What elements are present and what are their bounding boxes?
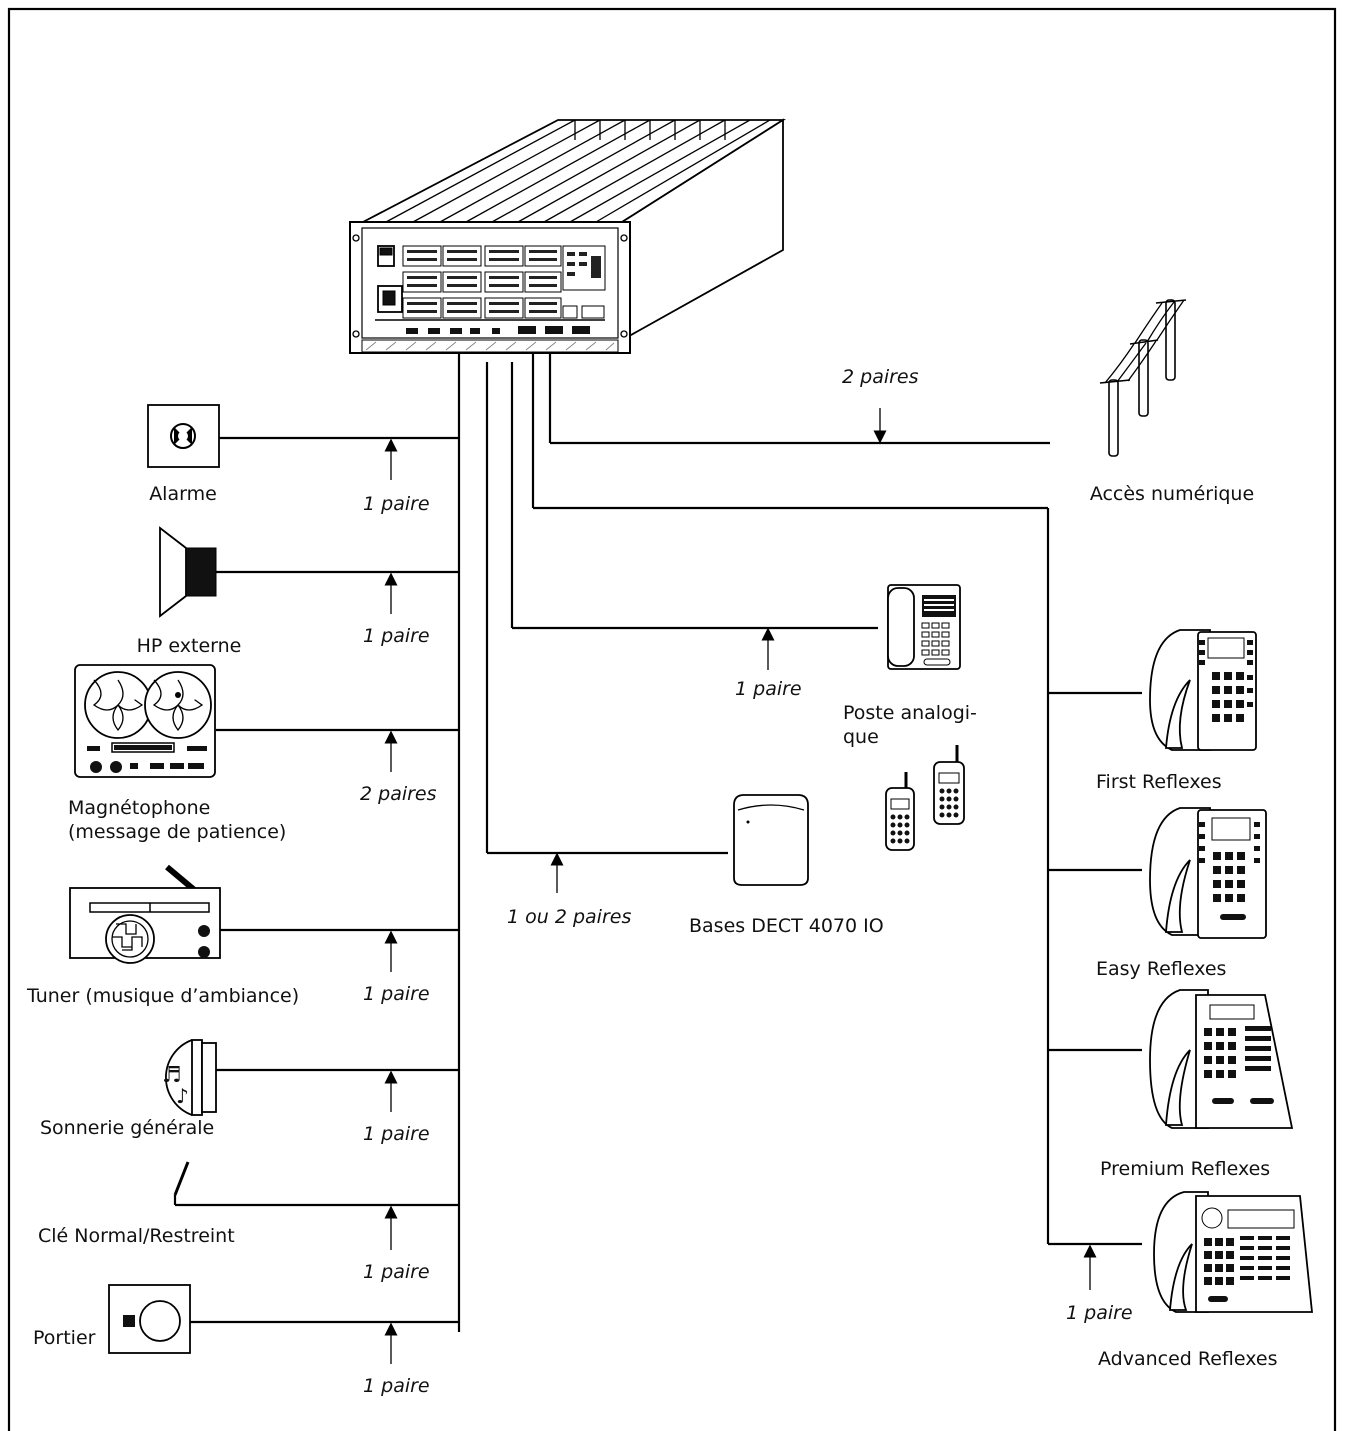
pair-label-tuner: 1 paire	[363, 983, 430, 1005]
label-alarme: Alarme	[149, 483, 217, 505]
label-hp: HP externe	[137, 635, 242, 657]
pbx-cabinet	[349, 118, 787, 354]
label-analog-line2: que	[843, 726, 879, 748]
pair-label-phones: 1 paire	[1066, 1302, 1133, 1324]
pair-label-portier: 1 paire	[363, 1375, 430, 1397]
analog-phone-icon	[887, 584, 961, 670]
label-network: Accès numérique	[1090, 483, 1254, 505]
speaker-icon	[159, 526, 217, 618]
telephone-poles-icon	[1099, 299, 1187, 457]
radio-icon	[69, 864, 221, 964]
dect-handset-icon	[885, 745, 965, 851]
pair-label-hp: 1 paire	[363, 625, 430, 647]
tape-recorder-icon	[74, 664, 216, 778]
easy-reflexes-phone-icon	[1149, 807, 1267, 939]
label-first-reflexes: First Reflexes	[1096, 771, 1222, 793]
premium-reflexes-phone-icon	[1149, 989, 1294, 1129]
pair-label-dect: 1 ou 2 paires	[507, 906, 631, 928]
left-bus	[175, 353, 461, 1364]
door-intercom-icon	[108, 1284, 191, 1354]
right-bus	[1046, 508, 1142, 1290]
label-magneto-line2: (message de patience)	[68, 821, 286, 843]
first-reflexes-phone-icon	[1149, 629, 1257, 751]
label-analog-line1: Poste analogi-	[843, 702, 977, 724]
label-tuner: Tuner (musique d’ambiance)	[26, 985, 299, 1007]
label-portier: Portier	[33, 1327, 96, 1349]
bell-icon: ♬ ♪	[162, 1039, 217, 1116]
pair-label-analog: 1 paire	[735, 678, 802, 700]
dect-base-icon	[733, 794, 809, 886]
label-sonnerie: Sonnerie générale	[40, 1117, 214, 1139]
advanced-reflexes-phone-icon	[1153, 1191, 1313, 1313]
switch-key-icon	[173, 1161, 190, 1205]
svg-text:♬: ♬	[162, 1063, 182, 1088]
pair-label-alarme: 1 paire	[363, 493, 430, 515]
label-advanced-reflexes: Advanced Reflexes	[1098, 1348, 1278, 1370]
label-easy-reflexes: Easy Reflexes	[1096, 958, 1226, 980]
label-magneto-line1: Magnétophone	[68, 797, 210, 819]
pair-label-network: 2 paires	[842, 366, 919, 388]
pair-label-cle: 1 paire	[363, 1261, 430, 1283]
diagram-border	[7, 7, 1337, 1431]
label-premium-reflexes: Premium Reflexes	[1100, 1158, 1270, 1180]
label-dect: Bases DECT 4070 IO	[689, 915, 884, 937]
pair-label-magneto: 2 paires	[360, 783, 437, 805]
middle-lines	[485, 353, 1050, 893]
label-cle: Clé Normal/Restreint	[38, 1225, 235, 1247]
alarm-icon	[147, 404, 220, 468]
pair-label-sonnerie: 1 paire	[363, 1123, 430, 1145]
svg-text:♪: ♪	[176, 1084, 189, 1108]
